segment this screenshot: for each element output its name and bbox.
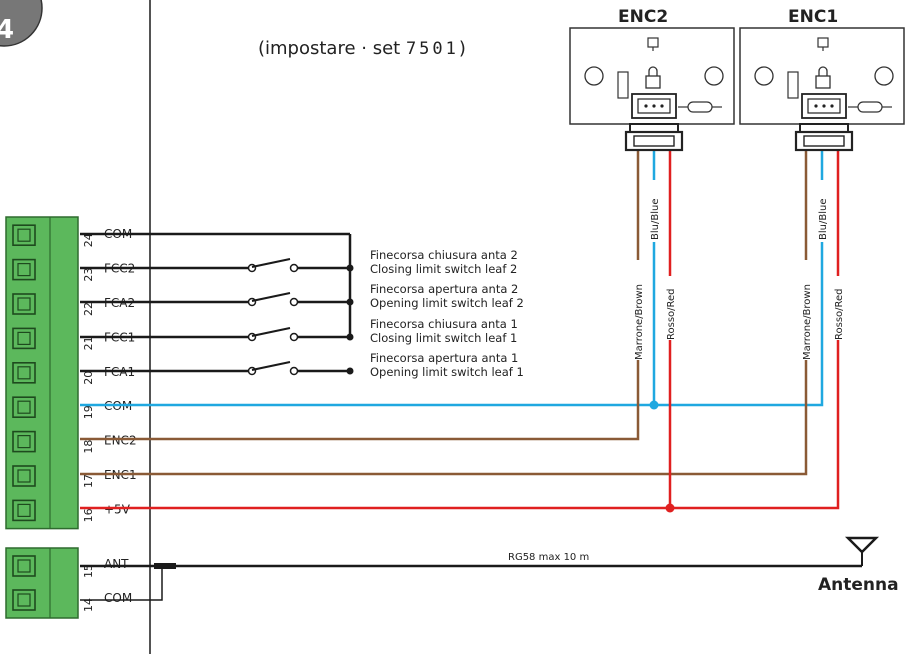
encoder-title: ENC2: [618, 7, 668, 27]
switch-label-en: Opening limit switch leaf 1: [370, 365, 524, 379]
terminal-screw[interactable]: [12, 430, 36, 453]
switch-label-it: Finecorsa chiusura anta 2: [370, 248, 518, 262]
switch-contact: [289, 297, 299, 307]
terminal-screw[interactable]: [12, 465, 36, 487]
plug-top: [629, 123, 679, 133]
mount-hole-icon: [584, 66, 604, 86]
terminal-screw[interactable]: [12, 555, 36, 577]
terminal-pin-number: 23: [82, 268, 95, 282]
setting-note-prefix: (impostare · set: [258, 38, 406, 59]
terminal-label: ANT: [104, 557, 129, 571]
switch-label-it: Finecorsa chiusura anta 1: [370, 317, 518, 331]
switch-lever: [251, 327, 291, 337]
terminal-screw[interactable]: [12, 499, 36, 522]
antenna-label: Antenna: [818, 575, 899, 595]
mount-hole-icon: [874, 66, 894, 86]
terminal-pin-number: 15: [82, 564, 95, 578]
label-red-enc1: Rosso/Red: [834, 288, 845, 340]
terminal-screw[interactable]: [12, 361, 36, 384]
plug-top: [799, 123, 849, 133]
terminal-pin-number: 16: [82, 508, 95, 522]
label-blue-enc2: Blu/Blue: [650, 199, 661, 240]
terminal-screw[interactable]: [12, 589, 36, 611]
terminal-label: +5V: [104, 502, 131, 516]
terminal-screw[interactable]: [12, 396, 36, 419]
component-icon: [617, 71, 629, 99]
terminal-pin-number: 19: [82, 405, 95, 419]
terminal-screw[interactable]: [12, 224, 36, 246]
terminal-pin-number: 24: [82, 233, 95, 247]
terminal-block-main: COM24FCC223FCA222FCC121FCA120COM19ENC218…: [5, 216, 137, 530]
setting-note: (impostare · set 7501): [258, 38, 466, 59]
terminal-pin-number: 20: [82, 371, 95, 385]
component-icon: [787, 71, 799, 99]
label-blue-enc1: Blu/Blue: [818, 199, 829, 240]
junction-dot: [346, 298, 354, 306]
cable-label: RG58 max 10 m: [508, 552, 589, 563]
encoder-board-enc2: ENC2: [569, 7, 735, 152]
antenna-icon: [844, 536, 880, 554]
switch-lever: [251, 361, 291, 371]
terminal-pin-number: 21: [82, 336, 95, 350]
switch-label-it: Finecorsa apertura anta 2: [370, 282, 518, 296]
wire-5v-red: [80, 150, 840, 510]
junction-blue: [649, 400, 659, 410]
terminal-label: ENC2: [104, 434, 137, 448]
junction-dot: [346, 264, 354, 272]
terminal-pin-number: 22: [82, 302, 95, 316]
sensor-icon: [645, 75, 661, 89]
switch-label-en: Opening limit switch leaf 2: [370, 296, 524, 310]
terminal-pin-number: 18: [82, 440, 95, 454]
encoder-board-enc1: ENC1: [739, 7, 905, 152]
encoder-title: ENC1: [788, 7, 838, 27]
switch-lever: [251, 292, 291, 302]
terminal-screw[interactable]: [12, 293, 36, 315]
switch-contact: [289, 366, 299, 376]
switch-contact: [289, 332, 299, 342]
junction-red: [665, 503, 675, 513]
setting-note-code: 7501: [406, 39, 459, 59]
terminal-pin-number: 17: [82, 474, 95, 488]
wire-labels: Marrone/Brown Blu/Blue Rosso/Red Marrone…: [630, 180, 846, 360]
terminal-pin-number: 14: [82, 598, 95, 612]
switch-label-en: Closing limit switch leaf 2: [370, 262, 517, 276]
encoders: ENC2 ENC1: [569, 7, 905, 152]
sensor-icon: [815, 75, 831, 89]
terminal-label: COM: [104, 591, 132, 605]
junction-dot: [346, 367, 354, 375]
antenna-cable: RG58 max 10 m Antenna: [80, 536, 899, 601]
switch-label-it: Finecorsa apertura anta 1: [370, 351, 518, 365]
wire-enc1-brown: [80, 150, 808, 476]
junction-dot: [346, 333, 354, 341]
setting-note-suffix: ): [459, 38, 466, 59]
cable-connector: [154, 563, 176, 569]
terminal-screw[interactable]: [12, 258, 36, 281]
switch-label-en: Closing limit switch leaf 1: [370, 331, 517, 345]
label-brown-enc1: Marrone/Brown: [802, 284, 813, 360]
wire-enc2-brown: [80, 150, 640, 441]
switch-contact: [289, 263, 299, 273]
mount-hole-icon: [704, 66, 724, 86]
step-badge: 4: [0, 0, 43, 47]
label-red-enc2: Rosso/Red: [666, 288, 677, 340]
switch-lever: [251, 258, 291, 268]
svg-text:(impostare · set 7501): (impostare · set 7501): [258, 38, 466, 59]
label-brown-enc2: Marrone/Brown: [634, 284, 645, 360]
wire-ant-com: [80, 566, 163, 601]
step-badge-number: 4: [0, 15, 14, 45]
mount-hole-icon: [754, 66, 774, 86]
terminal-screw[interactable]: [12, 327, 36, 350]
